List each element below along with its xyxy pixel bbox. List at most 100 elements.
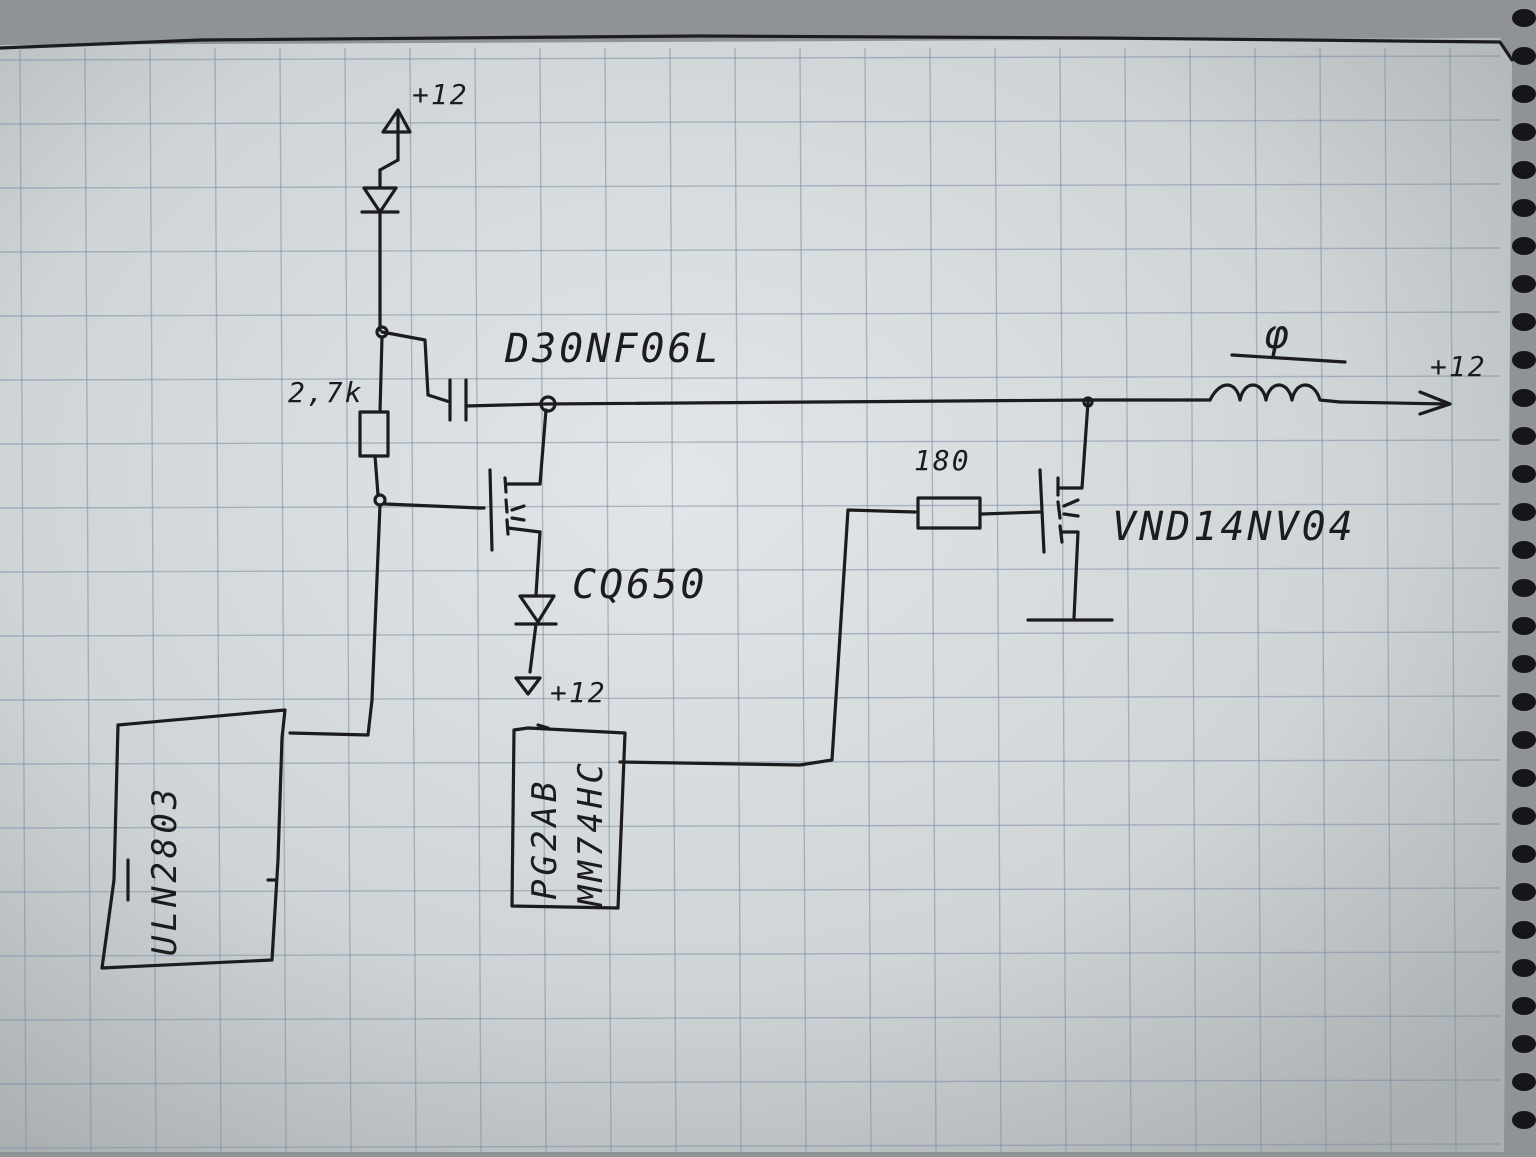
chip-74hc <box>510 723 627 910</box>
label-resistor-left: 2,7k <box>288 376 363 409</box>
grid-line-vertical <box>1059 47 1067 1153</box>
grid-line-horizontal <box>0 247 1501 253</box>
spiral-ring <box>1512 351 1536 369</box>
resistor-left-icon <box>358 335 390 497</box>
paper-sheet <box>0 34 1514 1152</box>
spiral-ring <box>1512 503 1536 521</box>
grid-line-horizontal <box>0 567 1501 573</box>
spiral-ring <box>1512 655 1536 673</box>
mosfet-left-icon <box>478 408 548 552</box>
graph-paper-grid <box>0 47 1501 1153</box>
grid-line-horizontal <box>0 759 1501 765</box>
grid-line-vertical <box>539 47 547 1153</box>
grid-line-vertical <box>604 47 612 1153</box>
label-supply-right: +12 <box>1430 350 1487 383</box>
spiral-ring <box>1512 579 1536 597</box>
spiral-ring <box>1512 161 1536 179</box>
spiral-ring <box>1512 123 1536 141</box>
spiral-ring <box>1512 427 1536 445</box>
grid-line-vertical <box>84 47 92 1153</box>
spiral-ring <box>1512 769 1536 787</box>
grid-line-vertical <box>19 47 27 1153</box>
spiral-ring <box>1512 199 1536 217</box>
spiral-ring <box>1512 237 1536 255</box>
grid-line-horizontal <box>0 823 1501 829</box>
grid-line-horizontal <box>0 1143 1501 1149</box>
label-mosfet-top: D30NF06L <box>504 326 722 372</box>
grid-line-horizontal <box>0 951 1501 957</box>
spiral-ring <box>1512 921 1536 939</box>
chip-uln2803 <box>100 708 287 970</box>
zener-diode-icon <box>514 530 558 674</box>
grid-line-horizontal <box>0 1015 1501 1021</box>
grid-line-vertical <box>1189 47 1197 1153</box>
load-coil-icon <box>1208 353 1347 404</box>
label-supply-top: +12 <box>412 78 469 111</box>
grid-line-horizontal <box>0 311 1501 317</box>
spiral-ring <box>1512 845 1536 863</box>
grid-line-horizontal <box>0 375 1501 381</box>
label-chip-mid-line2: MM74HC <box>571 759 611 907</box>
grid-line-vertical <box>1254 47 1262 1153</box>
spiral-ring <box>1512 313 1536 331</box>
spiral-ring <box>1512 1111 1536 1129</box>
grid-line-vertical <box>1384 47 1392 1153</box>
supply-right-arrow-icon <box>1338 390 1452 416</box>
diode-top-icon <box>360 158 400 332</box>
spiral-ring <box>1512 617 1536 635</box>
grid-line-vertical <box>409 47 417 1153</box>
grid-line-vertical <box>994 47 1002 1153</box>
spiral-ring <box>1512 883 1536 901</box>
grid-line-horizontal <box>0 55 1501 61</box>
spiral-ring <box>1512 693 1536 711</box>
spiral-binding <box>1512 9 1536 1129</box>
label-resistor-gate: 180 <box>914 444 971 477</box>
supply-bottom-arrow-icon <box>514 676 542 696</box>
grid-line-horizontal <box>0 503 1501 509</box>
grid-line-horizontal <box>0 439 1501 445</box>
node-load-icon <box>1082 396 1094 408</box>
grid-line-vertical <box>929 47 937 1153</box>
grid-line-vertical <box>1319 47 1327 1153</box>
label-chip-left: ULN2803 <box>145 785 185 956</box>
grid-line-vertical <box>669 47 677 1153</box>
grid-line-vertical <box>149 47 157 1153</box>
spiral-ring <box>1512 959 1536 977</box>
spiral-ring <box>1512 1073 1536 1091</box>
spiral-ring <box>1512 47 1536 65</box>
mosfet-right-icon <box>1038 400 1090 620</box>
grid-line-horizontal <box>0 1079 1501 1085</box>
spiral-ring <box>1512 465 1536 483</box>
label-load: φ <box>1264 312 1291 358</box>
supply-top-arrow-icon <box>381 108 412 162</box>
label-supply-bottom: +12 <box>550 676 607 709</box>
circuit-schematic <box>100 108 1452 970</box>
grid-line-vertical <box>1124 47 1132 1153</box>
spiral-ring <box>1512 731 1536 749</box>
grid-line-vertical <box>734 47 742 1153</box>
grid-line-horizontal <box>0 183 1501 189</box>
grid-line-vertical <box>214 47 222 1153</box>
label-zener: CQ650 <box>572 562 707 608</box>
resistor-gate-icon <box>916 496 1042 530</box>
grid-line-vertical <box>864 47 872 1153</box>
grid-line-vertical <box>799 47 807 1153</box>
spiral-ring <box>1512 1035 1536 1053</box>
grid-line-vertical <box>279 47 287 1153</box>
spiral-ring <box>1512 541 1536 559</box>
label-chip-mid-line1: PG2AB <box>525 778 565 900</box>
grid-line-horizontal <box>0 631 1501 637</box>
label-mosfet-right: VND14NV04 <box>1112 504 1356 550</box>
spiral-ring <box>1512 9 1536 27</box>
spiral-ring <box>1512 997 1536 1015</box>
node-drain-icon <box>539 395 557 413</box>
grid-line-vertical <box>474 47 482 1153</box>
capacitor-icon <box>448 378 468 422</box>
grid-line-horizontal <box>0 887 1501 893</box>
grid-line-horizontal <box>0 695 1501 701</box>
spiral-ring <box>1512 807 1536 825</box>
grid-line-vertical <box>344 47 352 1153</box>
spiral-ring <box>1512 389 1536 407</box>
